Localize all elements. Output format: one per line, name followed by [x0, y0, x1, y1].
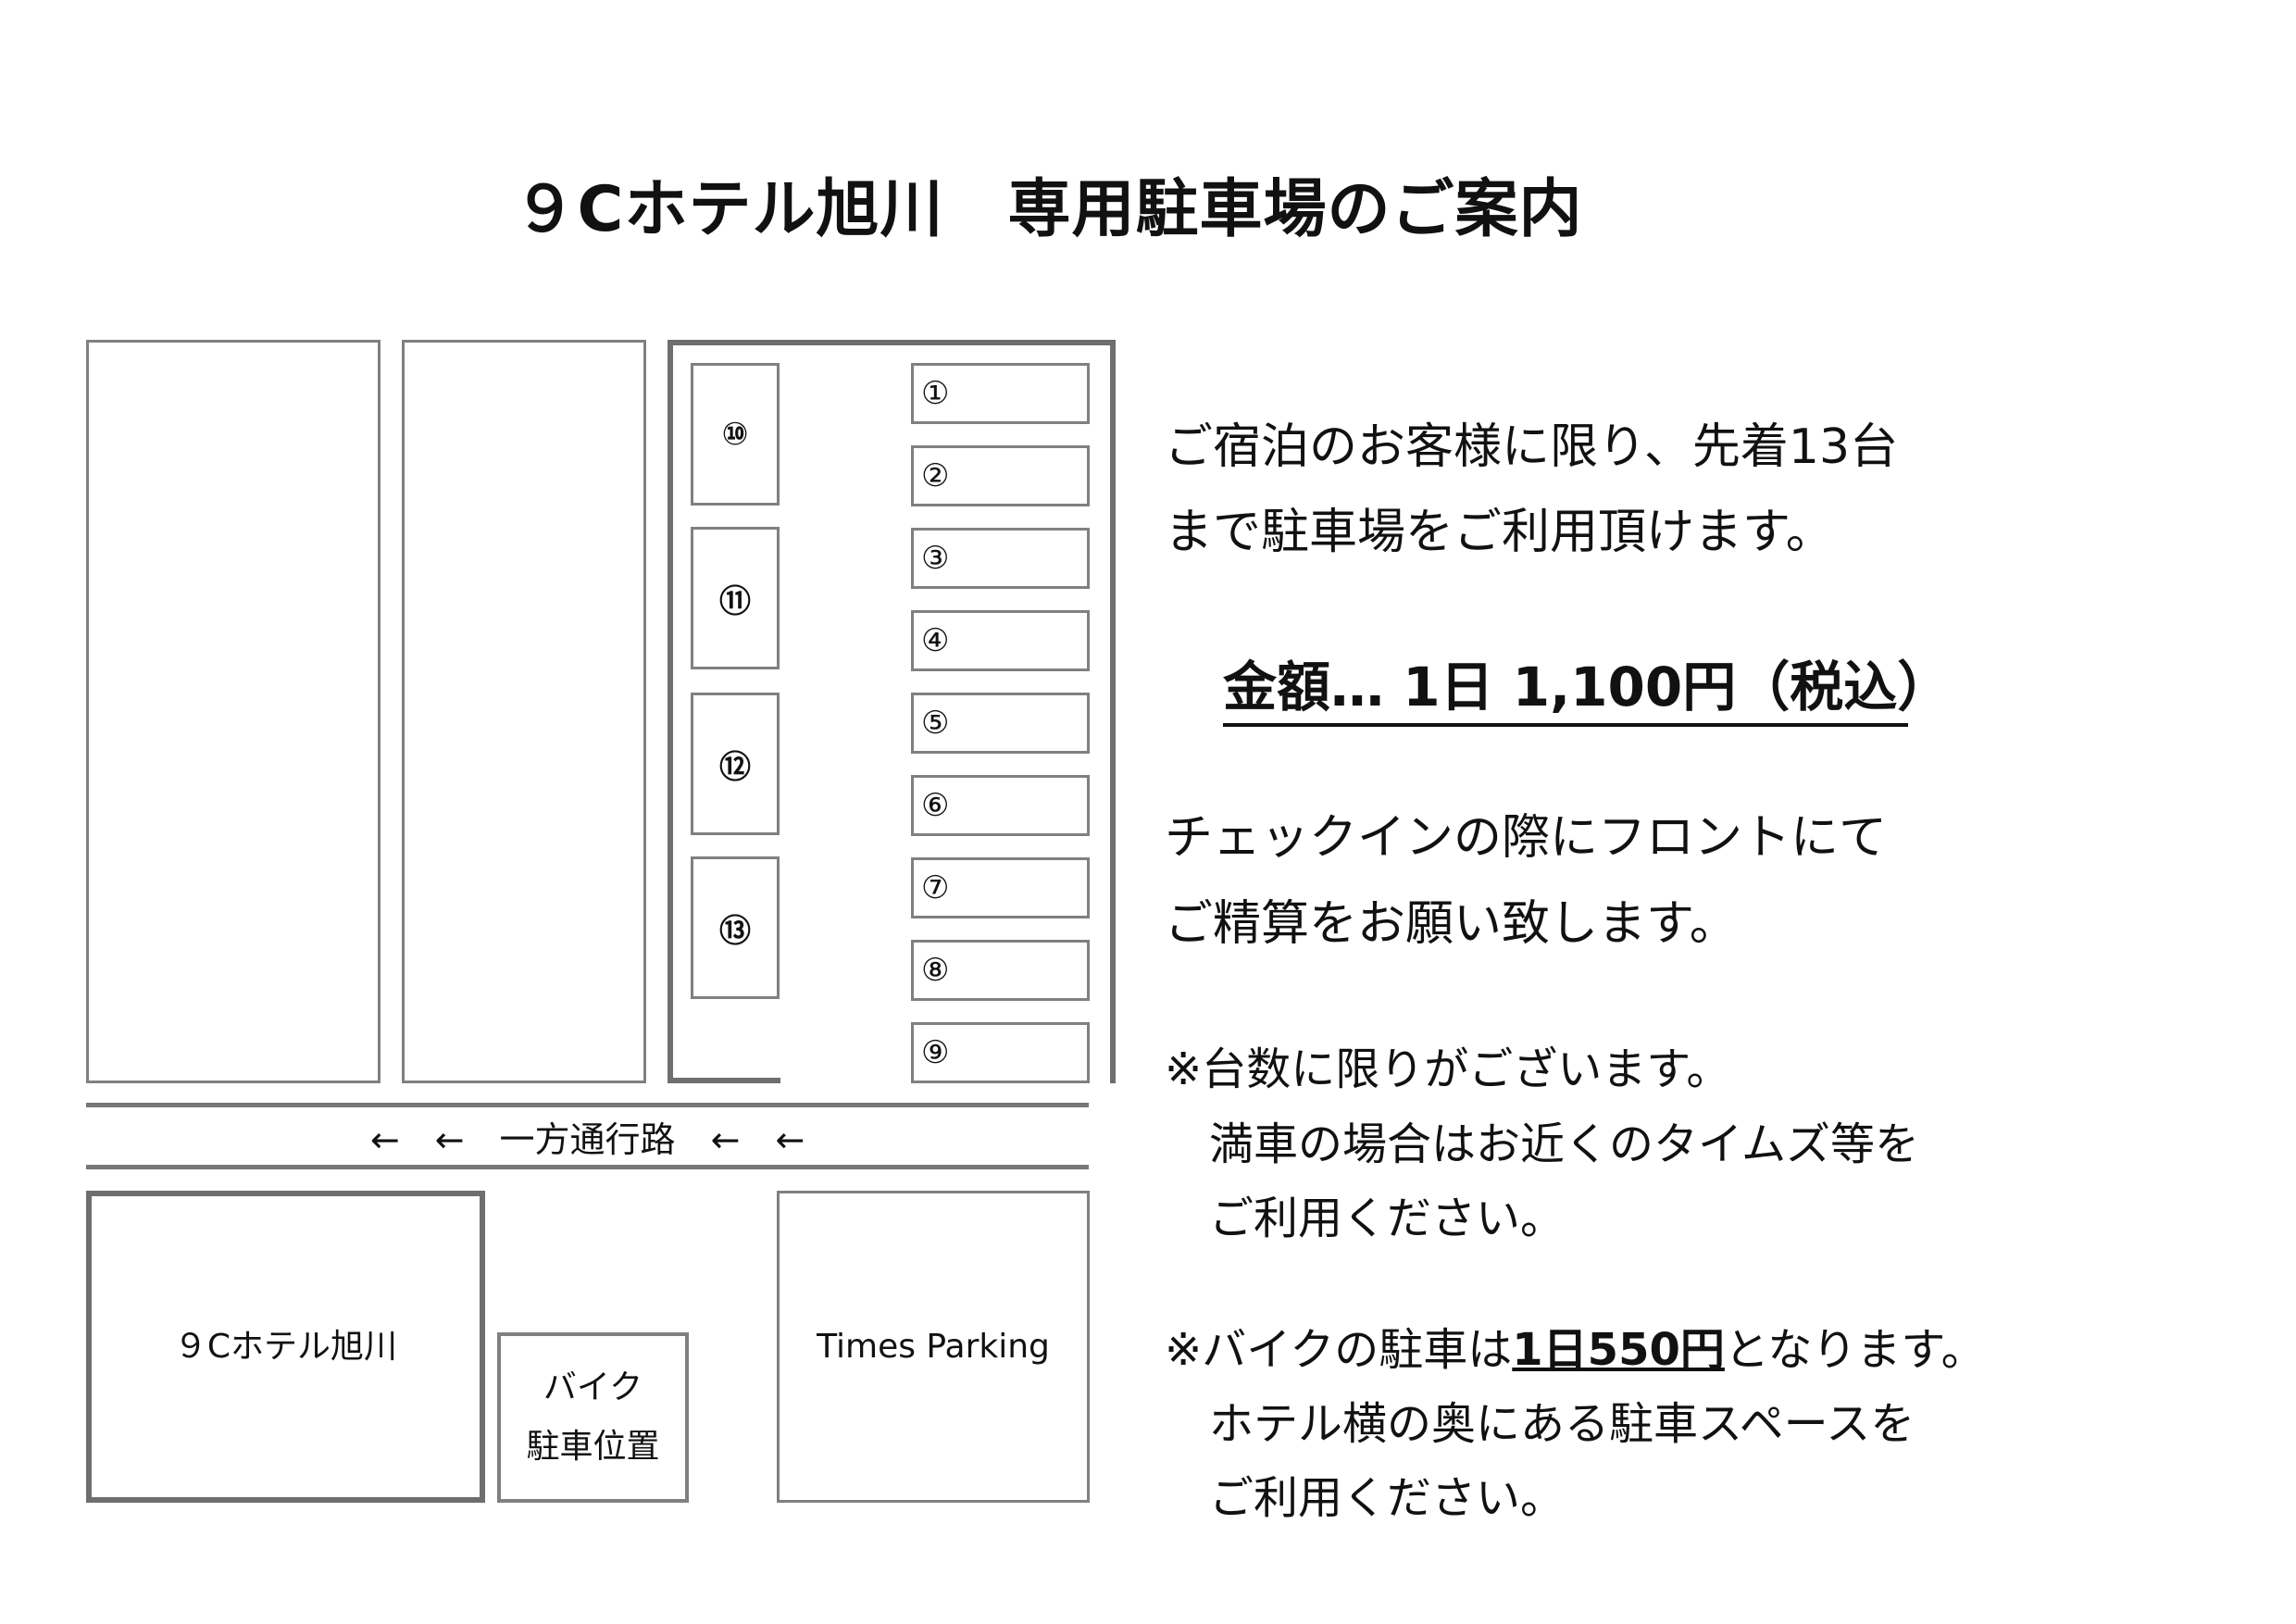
note-2-line-3: ご利用ください。: [1209, 1472, 1566, 1524]
parking-lot-boundary: [668, 340, 1116, 1083]
info-line-3: チェックインの際にフロントにて: [1165, 810, 1888, 866]
parking-spot: ⑦: [911, 857, 1090, 918]
note-1-line-2: 満車の場合はお近くのタイムズ等を: [1209, 1118, 1920, 1170]
note-1-line-1: ※台数に限りがございます。: [1165, 1043, 1731, 1095]
price: 金額… 1日 1,100円（税込）: [1223, 643, 1951, 727]
note-2-line-2: ホテル横の奥にある駐車スペースを: [1209, 1398, 1915, 1450]
bike-parking-area: バイク 駐車位置: [497, 1332, 689, 1503]
bike-price: 1日550円: [1512, 1324, 1725, 1376]
parking-spot: ⑪: [691, 527, 780, 669]
parking-spot: ⑫: [691, 693, 780, 835]
note-2-text-c: となります。: [1724, 1324, 1986, 1376]
bike-parking-label: 駐車位置: [526, 1428, 660, 1466]
info-line-4: ご精算をお願い致します。: [1165, 896, 1738, 952]
road-edge-bottom: [86, 1165, 1089, 1169]
parking-spot: ②: [911, 445, 1090, 506]
parking-spot: ⑩: [691, 363, 780, 506]
parking-spot: ⑨: [911, 1022, 1090, 1083]
info-line-2: まで駐車場をご利用頂けます。: [1165, 505, 1834, 560]
hotel-building: ９Cホテル旭川: [86, 1191, 485, 1503]
road-edge-top: [86, 1103, 1089, 1107]
info-line-1: ご宿泊のお客様に限り、先着13台: [1165, 419, 1899, 475]
bike-label: バイク: [543, 1368, 643, 1406]
note-2-line-1: ※バイクの駐車は1日550円となります。: [1165, 1313, 1986, 1378]
parking-spot: ①: [911, 363, 1090, 424]
parking-spot: ③: [911, 528, 1090, 589]
building-block-2: [402, 340, 646, 1083]
parking-lot-bottom-wall: [668, 1078, 780, 1083]
page-title: ９Cホテル旭川 専用駐車場のご案内: [513, 173, 1583, 246]
parking-spot: ⑤: [911, 693, 1090, 754]
note-2-text-a: ※バイクの駐車は: [1165, 1324, 1513, 1376]
hotel-label: ９Cホテル旭川: [173, 1327, 398, 1366]
parking-spot: ⑬: [691, 856, 780, 999]
parking-spot: ⑥: [911, 775, 1090, 836]
one-way-road-label: ← ← 一方通行路 ← ←: [369, 1119, 805, 1160]
parking-spot: ⑧: [911, 940, 1090, 1001]
times-parking: Times Parking: [777, 1191, 1090, 1503]
note-1-line-3: ご利用ください。: [1209, 1193, 1566, 1244]
building-block-1: [86, 340, 381, 1083]
parking-spot: ④: [911, 610, 1090, 671]
times-parking-label: Times Parking: [817, 1327, 1050, 1366]
